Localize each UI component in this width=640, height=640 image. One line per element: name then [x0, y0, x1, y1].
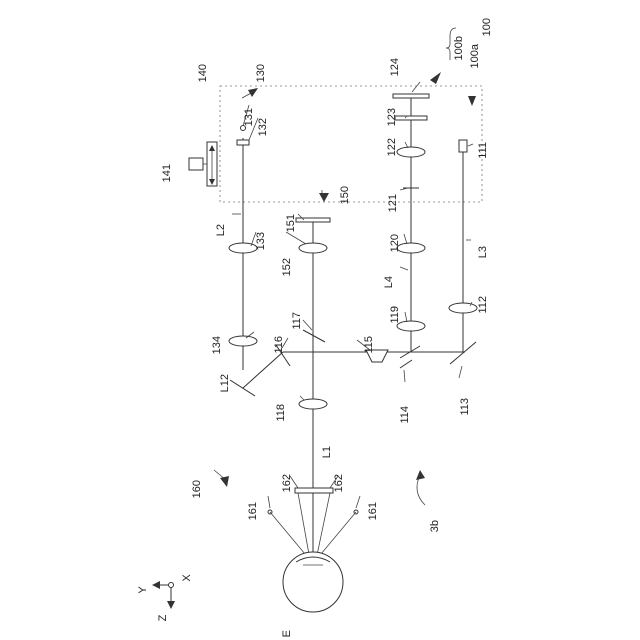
label-133: 133: [255, 232, 267, 250]
label-140: 140: [197, 64, 209, 82]
label-l12: L12: [219, 374, 231, 392]
lens-120: [397, 243, 425, 253]
label-116: 116: [273, 336, 285, 354]
axis-label-y: Y: [137, 586, 149, 594]
label-134: 134: [211, 336, 223, 354]
label-118: 118: [275, 404, 287, 422]
label-121: 121: [387, 194, 399, 212]
label-e: E: [281, 630, 293, 637]
mirror-l12: [230, 380, 255, 396]
axis-x-dot: [169, 583, 174, 588]
arrow-100a: [468, 96, 476, 106]
label-141: 141: [161, 164, 173, 182]
mirror-117: [303, 330, 325, 342]
label-162-left: 162: [281, 474, 293, 492]
axis-label-z: Z: [157, 614, 169, 621]
label-123: 123: [386, 108, 398, 126]
lens-122: [397, 147, 425, 157]
lens-152: [299, 243, 327, 253]
label-113: 113: [459, 398, 471, 416]
arrow-100b: [430, 72, 441, 84]
label-l2: L2: [215, 224, 227, 236]
label-l4: L4: [383, 276, 395, 288]
label-130: 130: [255, 64, 267, 82]
axis-label-x: X: [181, 574, 193, 582]
plate-151: [296, 218, 330, 222]
label-120: 120: [389, 234, 401, 252]
label-152: 152: [281, 258, 293, 276]
optical-axis-l12: [243, 352, 283, 388]
label-100a: 100a: [469, 43, 481, 68]
lens-118: [299, 399, 327, 409]
arrow-130: [248, 88, 258, 97]
actuator-141: [189, 158, 203, 170]
label-117: 117: [291, 312, 303, 330]
label-112: 112: [477, 296, 489, 314]
source-111: [459, 140, 467, 152]
label-131: 131: [243, 108, 255, 126]
lens-134: [229, 336, 257, 346]
eye-e: [283, 552, 343, 612]
label-124: 124: [389, 58, 401, 76]
label-111: 111: [477, 142, 489, 159]
label-119: 119: [389, 306, 401, 324]
label-151: 151: [285, 214, 297, 232]
label-114: 114: [399, 406, 411, 424]
element-132: [237, 140, 249, 145]
lens-133: [229, 243, 257, 253]
lens-112: [449, 303, 477, 313]
arrow-150: [319, 193, 329, 202]
unit-140-boundary: [220, 86, 482, 202]
element-124: [393, 94, 429, 98]
label-161-left: 161: [247, 502, 259, 520]
label-150: 150: [339, 186, 351, 204]
label-l3: L3: [477, 246, 489, 258]
label-100: 100: [481, 18, 493, 36]
label-100b: 100b: [453, 36, 465, 60]
lens-119: [397, 321, 425, 331]
label-122: 122: [386, 138, 398, 156]
label-160: 160: [191, 480, 203, 498]
label-132: 132: [257, 118, 269, 136]
ring-162: [295, 488, 333, 493]
element-123: [395, 116, 427, 120]
arrow-3b: [416, 470, 425, 480]
arrow-160: [220, 476, 229, 487]
label-115: 115: [363, 336, 375, 354]
label-3b: 3b: [429, 520, 441, 532]
label-162-right: 162: [333, 474, 345, 492]
label-161-right: 161: [367, 502, 379, 520]
label-l1: L1: [321, 446, 333, 458]
